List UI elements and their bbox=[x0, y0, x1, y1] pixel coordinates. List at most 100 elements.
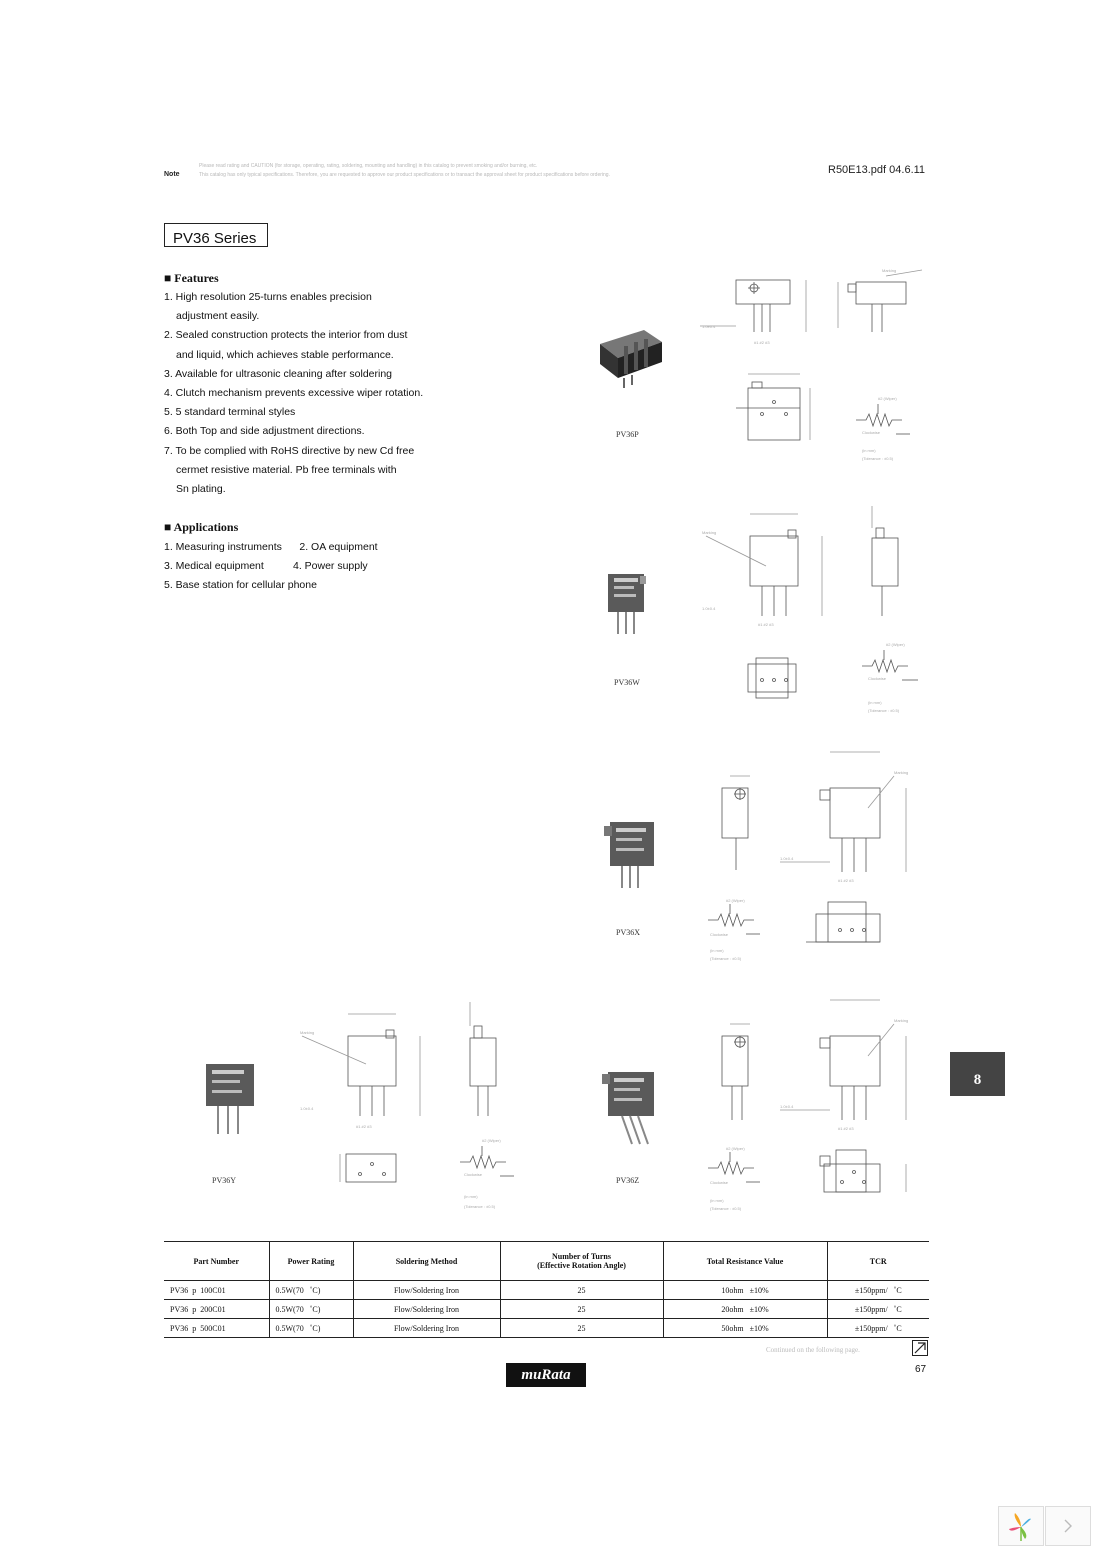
application-item: 5. Base station for cellular phone bbox=[164, 579, 317, 592]
note-mark: Note bbox=[164, 171, 180, 178]
svg-text:Clockwise: Clockwise bbox=[868, 676, 887, 681]
feature-item: 1. High resolution 25-turns enables prec… bbox=[164, 291, 372, 303]
cell-tcr: ±150ppm/ ˚C bbox=[826, 1318, 929, 1338]
cell-power-rating: 0.5W(70 ˚C) bbox=[268, 1318, 353, 1338]
svg-text:Marking: Marking bbox=[300, 1030, 314, 1035]
application-item: 1. Measuring instruments 2. OA equipment bbox=[164, 541, 378, 553]
feature-item: cermet resistive material. Pb free termi… bbox=[176, 463, 397, 476]
svg-text:#1 #2 #3: #1 #2 #3 bbox=[356, 1124, 372, 1129]
svg-text:Marking: Marking bbox=[882, 268, 896, 273]
svg-text:(Tolerance : ±0.5): (Tolerance : ±0.5) bbox=[710, 1206, 742, 1211]
turns-header-line-1: Number of Turns bbox=[552, 1252, 611, 1261]
page-number: 67 bbox=[915, 1364, 927, 1375]
pv36x-label: PV36X bbox=[616, 928, 641, 937]
svg-text:#2 (Wiper): #2 (Wiper) bbox=[878, 396, 897, 401]
svg-text:#1 #2 #3: #1 #2 #3 bbox=[838, 878, 854, 883]
file-reference: R50E13.pdf 04.6.11 bbox=[828, 164, 926, 176]
pinwheel-logo-icon bbox=[1009, 1513, 1031, 1541]
svg-text:(in mm): (in mm) bbox=[710, 948, 724, 953]
col-header-soldering-method: Soldering Method bbox=[352, 1241, 500, 1281]
features-list: 1. High resolution 25-turns enables prec… bbox=[164, 288, 423, 499]
cell-power-rating: 0.5W(70 ˚C) bbox=[268, 1299, 353, 1319]
svg-text:(in mm): (in mm) bbox=[710, 1198, 724, 1203]
svg-text:1.0±0.4: 1.0±0.4 bbox=[702, 606, 716, 611]
cell-turns: 25 bbox=[499, 1280, 663, 1300]
murata-logo: muRata bbox=[506, 1363, 586, 1387]
feature-item: 4. Clutch mechanism prevents excessive w… bbox=[164, 387, 424, 400]
cell-resistance: 50ohm ±10% bbox=[662, 1318, 827, 1338]
applications-title: ■ Applications bbox=[164, 520, 239, 534]
cell-part-number: PV36 p 200C01 bbox=[164, 1299, 269, 1319]
pv36y-photo bbox=[206, 1064, 254, 1134]
cell-soldering-method: Flow/Soldering Iron bbox=[352, 1299, 500, 1319]
note-line-1: Please read rating and CAUTION (for stor… bbox=[199, 163, 538, 169]
application-item: 3. Medical equipment 4. Power supply bbox=[164, 560, 368, 573]
svg-text:(in mm): (in mm) bbox=[862, 448, 876, 453]
continued-note: Continued on the following page. bbox=[766, 1346, 860, 1354]
pv36z-drawings: Marking 1.0±0.4 #1 #2 #3 #2 (Wiper) Cloc… bbox=[708, 999, 908, 1211]
pv36w-drawings: Marking 1.0±0.4 #1 #2 #3 #2 (Wiper) Cloc… bbox=[702, 506, 918, 713]
cell-tcr: ±150ppm/ ˚C bbox=[826, 1280, 929, 1300]
cell-soldering-method: Flow/Soldering Iron bbox=[352, 1318, 500, 1338]
pv36p-photo bbox=[600, 330, 662, 388]
svg-text:Clockwise: Clockwise bbox=[464, 1172, 483, 1177]
svg-text:1.0±0.4: 1.0±0.4 bbox=[702, 324, 716, 329]
header-note: Note bbox=[164, 163, 180, 181]
svg-text:(Tolerance : ±0.5): (Tolerance : ±0.5) bbox=[464, 1204, 496, 1209]
pv36y-label: PV36Y bbox=[212, 1176, 237, 1185]
pv36z-label: PV36Z bbox=[616, 1176, 640, 1185]
pv36x-drawings: Marking 1.0±0.4 #1 #2 #3 #2 (Wiper) Cloc… bbox=[708, 751, 908, 961]
table-row: PV36 p 500C01 0.5W(70 ˚C) Flow/Soldering… bbox=[164, 1318, 929, 1338]
feature-item: and liquid, which achieves stable perfor… bbox=[176, 348, 394, 361]
cell-tcr: ±150ppm/ ˚C bbox=[826, 1299, 929, 1319]
spec-table: Part Number Power Rating Soldering Metho… bbox=[164, 1241, 929, 1338]
feature-item: Sn plating. bbox=[176, 483, 226, 496]
svg-text:#2 (Wiper): #2 (Wiper) bbox=[482, 1138, 501, 1143]
svg-text:1.0±0.4: 1.0±0.4 bbox=[300, 1106, 314, 1111]
svg-text:(in mm): (in mm) bbox=[464, 1194, 478, 1199]
svg-text:1.0±0.4: 1.0±0.4 bbox=[780, 1104, 794, 1109]
cell-resistance: 20ohm ±10% bbox=[662, 1299, 827, 1319]
feature-item: 6. Both Top and side adjustment directio… bbox=[164, 425, 365, 438]
table-header-row: Part Number Power Rating Soldering Metho… bbox=[164, 1241, 929, 1281]
pv36y-drawings: Marking 1.0±0.4 #1 #2 #3 #2 (Wiper) Cloc… bbox=[300, 1002, 514, 1209]
svg-text:#1 #2 #3: #1 #2 #3 bbox=[758, 622, 774, 627]
pv36x-photo bbox=[604, 822, 654, 888]
feature-item: adjustment easily. bbox=[176, 310, 260, 323]
svg-text:Clockwise: Clockwise bbox=[710, 1180, 729, 1185]
viewer-logo-button[interactable] bbox=[998, 1506, 1044, 1546]
table-row: PV36 p 200C01 0.5W(70 ˚C) Flow/Soldering… bbox=[164, 1299, 929, 1319]
svg-text:(Tolerance : ±0.5): (Tolerance : ±0.5) bbox=[710, 956, 742, 961]
cell-turns: 25 bbox=[499, 1299, 663, 1319]
col-header-part-number: Part Number bbox=[164, 1241, 269, 1281]
svg-text:(in mm): (in mm) bbox=[868, 700, 882, 705]
svg-text:#2 (Wiper): #2 (Wiper) bbox=[886, 642, 905, 647]
feature-item: 7. To be complied with RoHS directive by… bbox=[164, 444, 415, 457]
feature-item: 5. 5 standard terminal styles bbox=[164, 406, 296, 419]
svg-text:1.0±0.4: 1.0±0.4 bbox=[780, 856, 794, 861]
svg-text:#1 #2 #3: #1 #2 #3 bbox=[838, 1126, 854, 1131]
table-row: PV36 p 100C01 0.5W(70 ˚C) Flow/Soldering… bbox=[164, 1280, 929, 1300]
chevron-right-icon bbox=[1064, 1519, 1072, 1533]
cell-power-rating: 0.5W(70 ˚C) bbox=[268, 1280, 353, 1300]
svg-text:Marking: Marking bbox=[894, 1018, 908, 1023]
note-line-2: This catalog has only typical specificat… bbox=[199, 172, 610, 178]
svg-text:#1 #2 #3: #1 #2 #3 bbox=[754, 340, 770, 345]
col-header-power-rating: Power Rating bbox=[268, 1241, 353, 1281]
col-header-number-of-turns: Number of Turns (Effective Rotation Angl… bbox=[499, 1241, 663, 1281]
svg-text:Clockwise: Clockwise bbox=[862, 430, 881, 435]
svg-text:#2 (Wiper): #2 (Wiper) bbox=[726, 1146, 745, 1151]
svg-text:Marking: Marking bbox=[702, 530, 716, 535]
feature-item: 2. Sealed construction protects the inte… bbox=[164, 329, 408, 342]
next-page-button[interactable] bbox=[1045, 1506, 1091, 1546]
pv36p-label: PV36P bbox=[616, 430, 639, 439]
pv36w-label: PV36W bbox=[614, 678, 640, 687]
col-header-tcr: TCR bbox=[826, 1241, 929, 1281]
features-title: ■ Features bbox=[164, 271, 219, 285]
cell-resistance: 10ohm ±10% bbox=[662, 1280, 827, 1300]
arrow-up-right-icon[interactable] bbox=[912, 1340, 928, 1356]
svg-text:#2 (Wiper): #2 (Wiper) bbox=[726, 898, 745, 903]
pv36w-photo bbox=[608, 574, 646, 634]
section-tab[interactable]: 8 bbox=[950, 1052, 1005, 1096]
series-title: PV36 Series bbox=[164, 223, 268, 247]
